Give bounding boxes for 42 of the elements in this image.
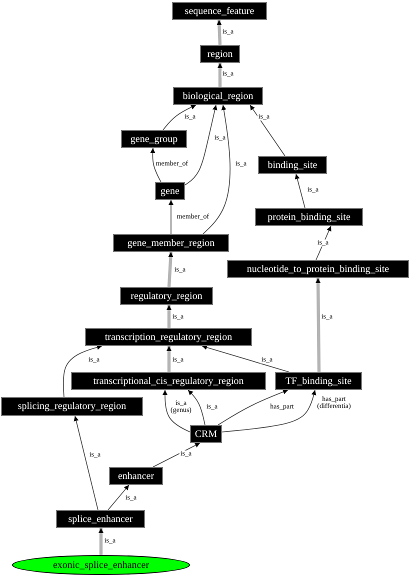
arrow [162,104,196,130]
arrow [316,278,321,372]
term-box: transcriptional_cis_regulatory_region [71,372,266,390]
arrow [162,390,190,432]
arrow [202,104,230,234]
arrow [166,346,172,372]
term-box: gene_group [121,130,187,148]
arrow [216,20,222,46]
arrow [316,226,332,260]
term-box: transcription_regulatory_region [85,328,252,346]
arrow [152,442,200,468]
arrow [250,104,286,156]
term-box: region [200,45,240,63]
arrow [150,148,162,182]
arrow [98,528,104,555]
term-box: CRM [190,425,222,443]
arrow [294,174,306,208]
term-box: splicing_regulatory_region [1,397,143,416]
term-box: nucleotide_to_protein_binding_site [227,260,409,278]
arrow [202,345,290,372]
term-box: enhancer [109,467,163,485]
arrow [218,63,222,87]
term-box: gene_member_region [113,234,229,252]
arrow [188,390,206,426]
term-box: gene [155,182,185,200]
term-box: binding_site [258,156,327,174]
term-ellipse: exonic_splice_enhancer [12,555,190,575]
arrow [167,252,174,288]
term-box: biological_region [173,87,263,105]
term-box: TF_binding_site [275,372,362,390]
arrow [166,305,172,328]
arrow [62,344,102,398]
term-box: regulatory_region [120,287,213,305]
arrow [218,390,288,426]
term-box: protein_binding_site [255,208,363,226]
arrow [108,484,130,510]
arrow [184,104,218,186]
arrow [168,200,174,234]
arrow [222,390,316,432]
term-box: sequence_feature [172,2,267,20]
term-box: splice_enhancer [56,510,145,528]
arrow [74,416,98,510]
